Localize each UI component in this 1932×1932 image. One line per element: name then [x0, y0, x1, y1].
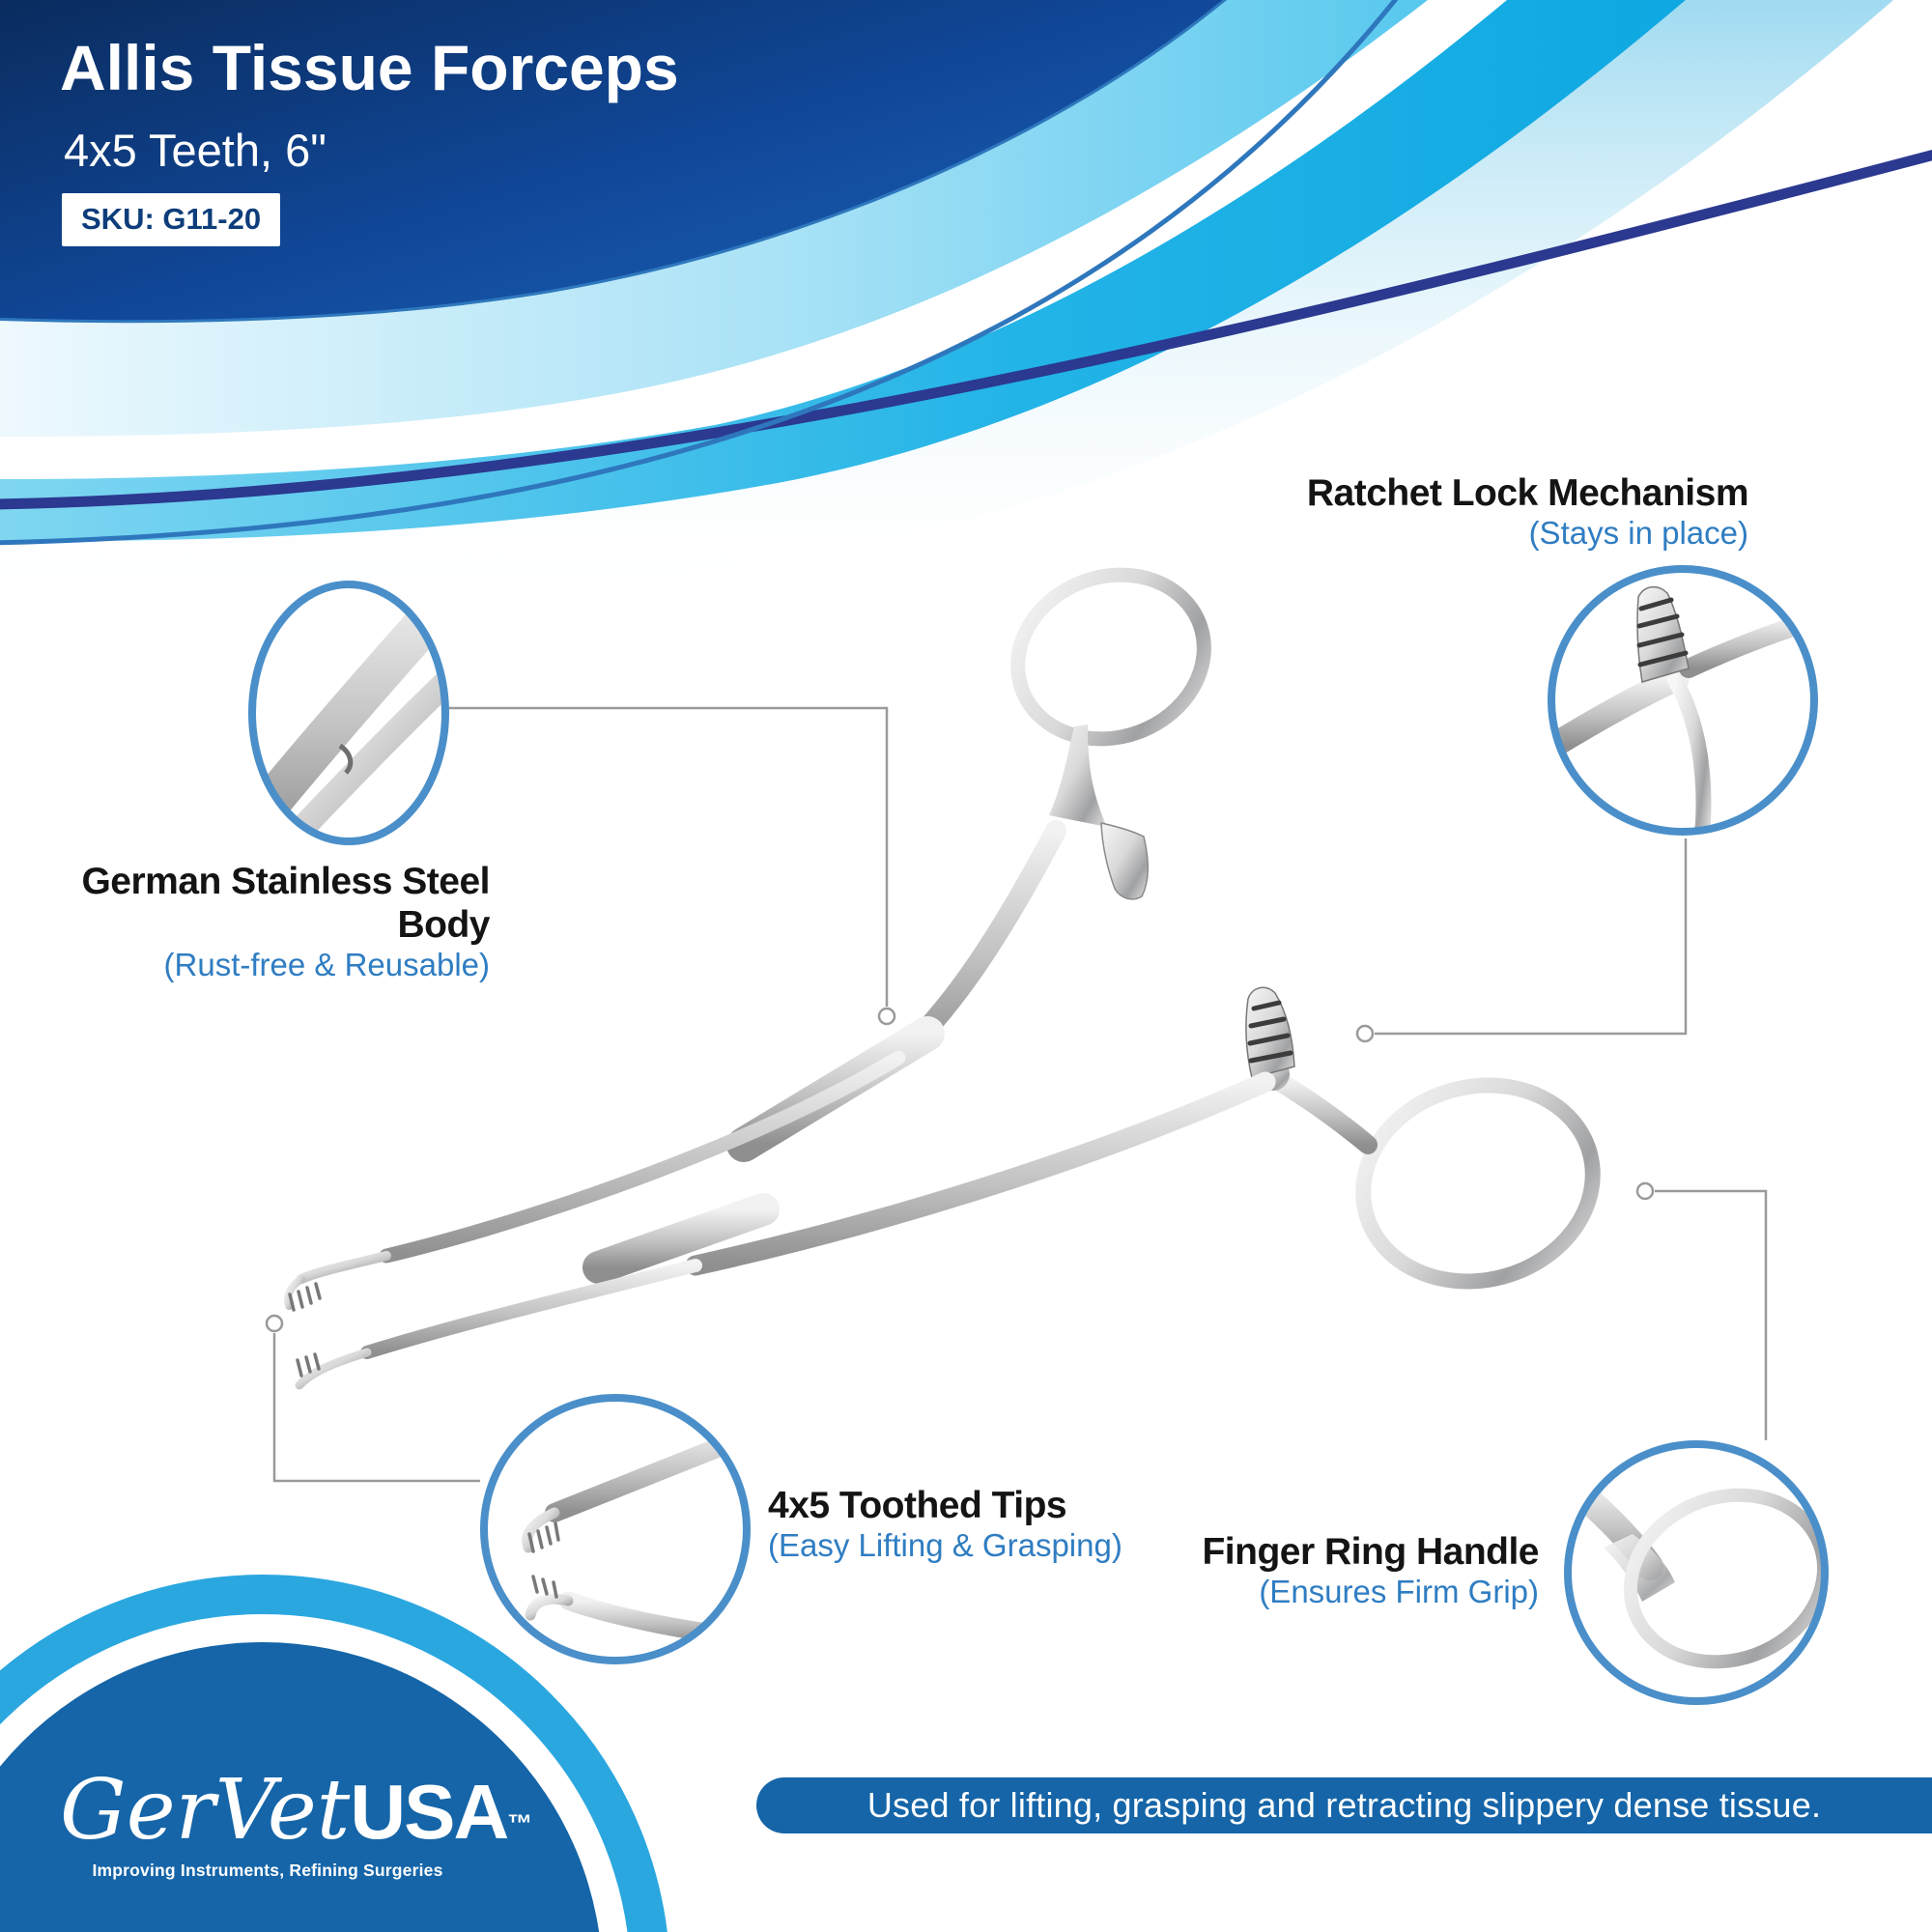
usage-note-bar: Used for lifting, grasping and retractin…	[756, 1777, 1932, 1833]
callout-tips-note: (Easy Lifting & Grasping)	[768, 1527, 1122, 1564]
callout-tips-title: 4x5 Toothed Tips	[768, 1485, 1067, 1526]
callout-body: German Stainless Steel Body (Rust-free &…	[0, 860, 490, 984]
trademark-symbol: ™	[507, 1808, 533, 1838]
lower-ratchet-spur	[1245, 986, 1295, 1079]
wave-band-fade	[0, 0, 1893, 615]
lower-ratchet-stripes	[1247, 1000, 1293, 1064]
upper-ratchet-tab	[1100, 822, 1150, 900]
brand-logo-medallion	[0, 1575, 668, 1932]
lower-teeth	[296, 1352, 321, 1378]
connector-finger	[1655, 1189, 1768, 1440]
upper-ring-stem	[1049, 724, 1107, 827]
connector-tips-dot	[265, 1314, 284, 1333]
wave-band-cyan	[0, 0, 1686, 542]
lower-jaw	[360, 1259, 702, 1359]
callout-finger-title: Finger Ring Handle	[1202, 1531, 1539, 1573]
connector-body-dot	[877, 1007, 896, 1026]
zoom-tips-ring	[480, 1394, 751, 1664]
callout-finger-note: (Ensures Firm Grip)	[1259, 1574, 1539, 1610]
brand-tagline: Improving Instruments, Refining Surgerie…	[92, 1861, 443, 1880]
page-title: Allis Tissue Forceps	[60, 32, 679, 103]
product-size-subtitle: 4x5 Teeth, 6"	[64, 125, 327, 176]
sku-badge: SKU: G11-20	[62, 193, 281, 246]
upper-jaw	[379, 1050, 906, 1264]
lower-shank-flat	[582, 1193, 780, 1284]
forceps-upper-half	[284, 567, 1211, 1312]
lower-jaw-hook	[295, 1348, 372, 1390]
zoom-ratchet-ring	[1548, 565, 1818, 836]
upper-jaw-taper	[297, 1251, 391, 1284]
callout-finger: Finger Ring Handle (Ensures Firm Grip)	[1202, 1530, 1539, 1611]
logo-sky-arc	[0, 1575, 668, 1932]
callout-ratchet-note: (Stays in place)	[1528, 515, 1748, 552]
header-dark-panel	[0, 0, 1227, 324]
zoom-circle-ratchet	[1548, 565, 1818, 836]
wave-line-indigo	[0, 149, 1932, 510]
forceps-lower-half	[295, 986, 1601, 1390]
callout-tips: 4x5 Toothed Tips (Easy Lifting & Graspin…	[768, 1484, 1122, 1565]
zoom-finger-ring	[1564, 1440, 1829, 1705]
connector-finger-dot	[1635, 1181, 1655, 1201]
callout-body-title: German Stainless Steel Body	[81, 861, 490, 947]
connector-tips	[272, 1333, 480, 1483]
upper-teeth	[288, 1282, 322, 1312]
zoom-circle-tips	[480, 1394, 751, 1664]
callout-connectors	[265, 706, 1768, 1483]
lower-handle-arm	[1267, 1070, 1378, 1154]
connector-ratchet-dot	[1355, 1024, 1375, 1043]
header-wave-decoration	[0, 0, 1932, 615]
usage-note-text: Used for lifting, grasping and retractin…	[867, 1785, 1822, 1825]
brand-name-script: GerVet	[60, 1762, 351, 1859]
wave-line-blue	[0, 0, 1399, 546]
logo-disc	[0, 1642, 600, 1932]
brand-logo-text: GerVetUSA™ Improving Instruments, Refini…	[60, 1762, 532, 1881]
connector-ratchet	[1375, 838, 1688, 1036]
callout-body-note: (Rust-free & Reusable)	[163, 947, 490, 983]
callout-ratchet-title: Ratchet Lock Mechanism	[1306, 472, 1749, 514]
upper-jaw-hook	[284, 1275, 305, 1310]
lower-shank	[685, 1071, 1276, 1276]
zoom-body-ring	[248, 581, 449, 845]
callout-ratchet: Ratchet Lock Mechanism (Stays in place)	[1306, 471, 1749, 553]
forceps-photo	[284, 567, 1601, 1390]
lower-finger-ring	[1355, 1077, 1601, 1290]
brand-name-bold: USA	[350, 1769, 509, 1855]
zoom-circle-finger	[1564, 1440, 1829, 1705]
connector-body	[449, 706, 889, 1007]
logo-white-gap	[0, 1614, 628, 1932]
wave-band-light	[0, 0, 1428, 437]
upper-finger-ring	[1010, 567, 1211, 747]
zoom-circle-body	[248, 581, 449, 845]
